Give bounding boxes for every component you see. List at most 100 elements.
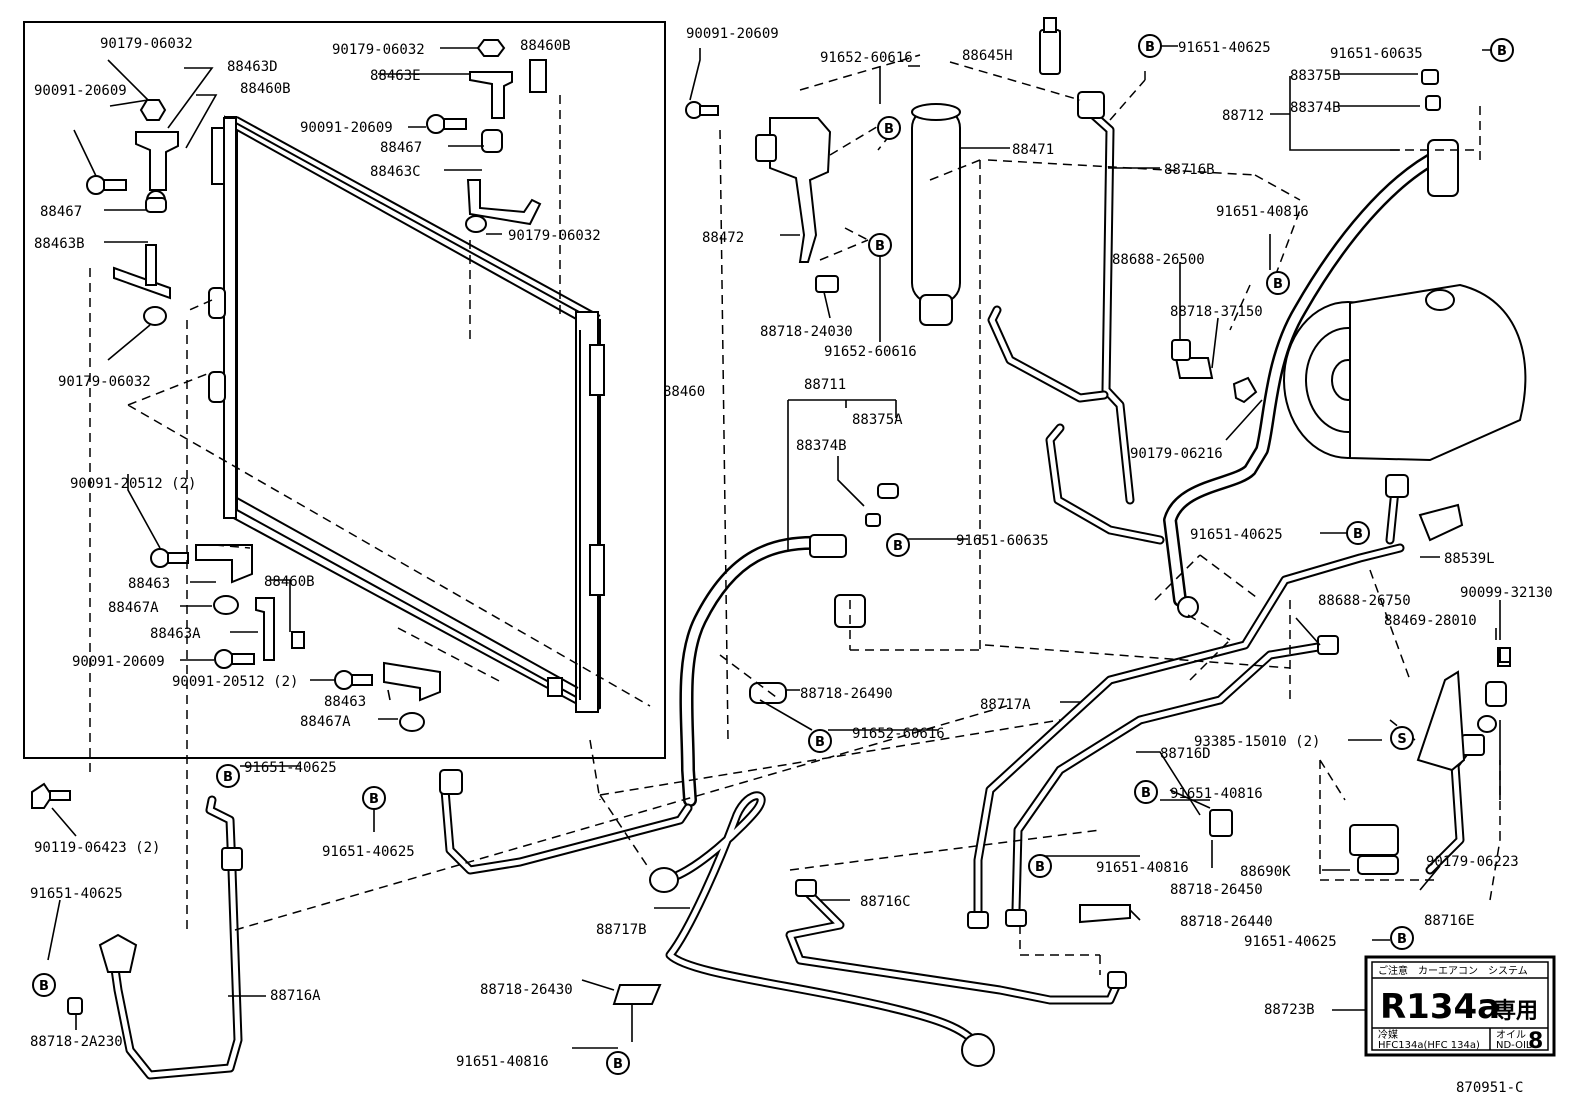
bolt-90091-20609-center (685, 101, 719, 119)
svg-text:B: B (1141, 786, 1151, 801)
part-label: 91651-40816 (456, 1054, 549, 1070)
clamp-88718-2A230 (67, 997, 83, 1015)
bracket-88460B-top (529, 59, 547, 93)
clamp-88718-26450 (1209, 809, 1233, 837)
label-plate-oil-value: ND-OIL (1496, 1040, 1532, 1051)
part-label: 88375B (1290, 68, 1341, 84)
badge-b-11: B (1134, 780, 1158, 804)
badge-b-3: B (877, 116, 901, 140)
bracket-88539L (1418, 503, 1464, 542)
hose-88712 (1163, 139, 1459, 618)
svg-text:B: B (884, 122, 894, 137)
part-label: 91652-60616 (824, 344, 917, 360)
svg-text:B: B (223, 770, 233, 785)
badge-s-1: S (1390, 726, 1414, 750)
part-label: 88471 (1012, 142, 1054, 158)
part-label: 91651-40625 (1190, 527, 1283, 543)
fitting-88375A (865, 483, 899, 527)
nut-90179-06032-top (139, 99, 167, 121)
nut-90179-06032-top-right (476, 39, 506, 57)
switch-88645H (1039, 17, 1061, 75)
part-label: 90179-06032 (100, 36, 193, 52)
part-label: 88718-26450 (1170, 882, 1263, 898)
part-label: 88718-26430 (480, 982, 573, 998)
diagram-id: 870951-C (1456, 1080, 1523, 1096)
clamp-88718-37150 (1174, 357, 1214, 379)
svg-text:B: B (1497, 44, 1507, 59)
bracket-88472 (755, 117, 832, 263)
pipe-88716B (1077, 91, 1135, 505)
part-label: 91651-40816 (1216, 204, 1309, 220)
part-label: 88718-37150 (1170, 304, 1263, 320)
svg-text:B: B (1035, 860, 1045, 875)
part-label: 88463A (150, 626, 201, 642)
badge-b-13: B (32, 973, 56, 997)
pipe-liquid-lower (439, 769, 693, 875)
badge-b-9: B (216, 764, 240, 788)
part-label: 88472 (702, 230, 744, 246)
part-label: 88690K (1240, 864, 1291, 880)
pipe-88717B (649, 791, 995, 1067)
receiver-88471 (911, 103, 961, 326)
label-plate-header: ご注意 カーエアコン システム (1378, 964, 1528, 977)
bracket-88463A (255, 597, 275, 661)
bracket-88463B (113, 244, 171, 300)
part-label: 90179-06032 (58, 374, 151, 390)
bracket-88463E (469, 71, 513, 119)
clip-88688-26500 (1171, 339, 1191, 361)
part-label: 88463E (370, 68, 421, 84)
part-label: 90091-20609 (72, 654, 165, 670)
part-label: 91651-40816 (1170, 786, 1263, 802)
part-label: 88716A (270, 988, 321, 1004)
badge-b-15: B (606, 1051, 630, 1075)
clip-88718-24030 (815, 275, 839, 293)
part-label: 88467 (380, 140, 422, 156)
bolt-90091-20609-left (86, 175, 127, 195)
pipe-88716D (1005, 635, 1339, 927)
grommet-88467-mid (481, 129, 503, 153)
part-label: 88463 (324, 694, 366, 710)
part-label: 91652-60616 (820, 50, 913, 66)
part-label: 88718-2A230 (30, 1034, 123, 1050)
part-label: 88467A (300, 714, 351, 730)
part-label: 88716C (860, 894, 911, 910)
nut-90179-06216 (1232, 376, 1258, 404)
label-plate-88723B: ご注意 カーエアコン システム R134a 専用 冷媒 HFC134a(HFC … (1364, 955, 1556, 1057)
bolt-90099-32130 (1499, 647, 1511, 663)
pipe-88716C (785, 879, 1127, 1005)
part-label: 90179-06223 (1426, 854, 1519, 870)
grommet-88467A-left (213, 595, 239, 615)
badge-b-6: B (886, 533, 910, 557)
svg-text:B: B (815, 735, 825, 750)
badge-b-4: B (868, 233, 892, 257)
part-label: 91652-60616 (852, 726, 945, 742)
svg-text:B: B (613, 1057, 623, 1072)
clamp-88718-26440 (1079, 904, 1131, 924)
part-label: 91651-40625 (1244, 934, 1337, 950)
svg-text:B: B (1353, 527, 1363, 542)
part-label: 88374B (796, 438, 847, 454)
bracket-88463C (466, 179, 542, 226)
label-plate-exclusive: 専用 (1494, 999, 1538, 1024)
label-plate-refrigerant: R134a (1380, 987, 1500, 1027)
hose-88711 (679, 534, 866, 807)
part-label: 88460B (520, 38, 571, 54)
part-label: 88718-26490 (800, 686, 893, 702)
label-plate-oil-label: オイル (1496, 1029, 1526, 1041)
part-label: 88467A (108, 600, 159, 616)
grommet-90179-06032-left (143, 306, 167, 326)
part-label: 88460B (264, 574, 315, 590)
part-label: 88463 (128, 576, 170, 592)
part-label: 88718-24030 (760, 324, 853, 340)
pipe-88716A (98, 795, 243, 1080)
part-label: 88460B (240, 81, 291, 97)
part-label: 88716E (1424, 913, 1475, 929)
part-label: 90091-20512 (2) (70, 476, 196, 492)
part-label: 90119-06423 (2) (34, 840, 160, 856)
part-label: 88717A (980, 697, 1031, 713)
part-label: 88374B (1290, 100, 1341, 116)
part-label: 88718-26440 (1180, 914, 1273, 930)
part-label: 88463D (227, 59, 278, 75)
part-label: 88539L (1444, 551, 1495, 567)
